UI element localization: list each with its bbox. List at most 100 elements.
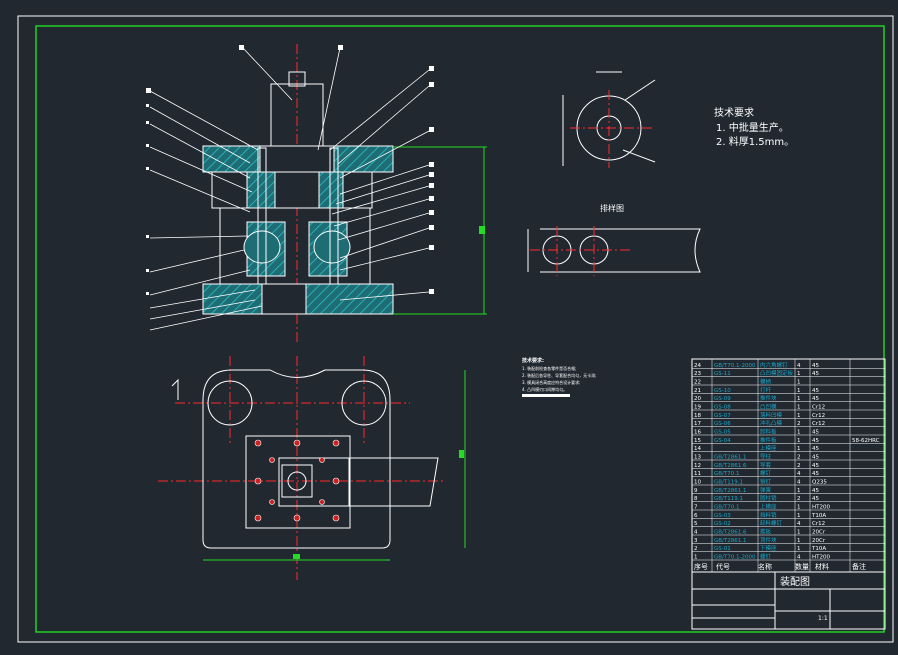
front-section-view [202, 44, 487, 345]
bom-cell: 45 [812, 396, 819, 402]
assembly-note-3: 3. 模具闭合高度应符合设计要求; [522, 379, 580, 385]
bom-cell: 1 [797, 546, 801, 552]
bom-cell: 2 [797, 463, 801, 469]
title-block: 装配图 1:1 [691, 571, 886, 630]
bom-cell: HT200 [812, 505, 830, 511]
bom-cell: 9 [694, 488, 698, 494]
bom-cell: 模柄 [760, 378, 772, 386]
bom-cell: 45 [812, 471, 819, 477]
plan-view [158, 356, 466, 580]
bom-header-no: 序号 [694, 562, 708, 571]
bom-header-material: 材料 [815, 562, 829, 571]
bom-cell: 卸料螺钉 [760, 519, 783, 527]
bom-cell: 落料凹模 [760, 411, 783, 419]
bom-cell: 打杆 [760, 386, 772, 394]
bom-cell: 4 [797, 521, 801, 527]
tech-requirements: 技术要求 1. 中批量生产。 2. 料厚1.5mm。 [714, 106, 794, 148]
bom-cell: HT200 [812, 555, 830, 561]
bom-cell: 6 [694, 513, 698, 519]
bom-cell: 螺钉 [760, 469, 772, 477]
bom-cell: 导套 [760, 461, 772, 469]
assembly-note-4: 4. 凸凹模刃口间隙均匀。 [522, 386, 567, 392]
bom-cell: 18 [694, 413, 701, 419]
bom-cell: 1 [797, 505, 801, 511]
bom-cell: 1 [797, 396, 801, 402]
bom-cell: 1 [797, 488, 801, 494]
bom-cell: 4 [797, 471, 801, 477]
bom-cell: 11 [694, 471, 701, 477]
bom-cell: 弹簧 [760, 486, 772, 494]
bom-cell: 14 [694, 446, 701, 452]
bom-cell: 19 [694, 405, 701, 411]
bom-cell: 8 [694, 496, 698, 502]
bom-cell: GS-05 [714, 430, 731, 436]
tech-req-item-1: 1. 中批量生产。 [716, 121, 789, 134]
bom-cell: GB/T119.1 [714, 480, 743, 486]
bom-cell: 45 [812, 488, 819, 494]
tech-req-title: 技术要求 [714, 106, 754, 119]
bom-cell: Cr12 [812, 421, 825, 427]
bom-cell: 45 [812, 388, 819, 394]
bom-cell: Q235 [812, 480, 827, 486]
bom-cell: 上模座 [760, 503, 777, 511]
bom-cell: 推件板 [760, 436, 777, 444]
bom-cell: 1 [694, 555, 698, 561]
bom-cell: 1 [797, 446, 801, 452]
guide-hole-left [207, 380, 253, 426]
bom-cell: 凸凹模 [760, 403, 777, 411]
bom-cell: GB/T2861.6 [714, 530, 747, 536]
bom-header: 序号 代号 名称 数量 材料 备注 [692, 562, 885, 573]
tech-req-item-2: 2. 料厚1.5mm。 [716, 135, 794, 148]
bom-cell: 1 [797, 430, 801, 436]
bom-cell: 45 [812, 438, 819, 444]
bom-cell: GS-04 [714, 438, 731, 444]
bom-header-remark: 备注 [852, 562, 866, 571]
bom-cell: 下模座 [760, 544, 777, 552]
bom-cell: 5 [694, 521, 698, 527]
bom-cell: 22 [694, 380, 701, 386]
assembly-note-1: 1. 装配前检查各零件是否合格; [522, 365, 576, 371]
bom-cell: GB/T2861.6 [714, 463, 747, 469]
bom-cell: GB/T2861.1 [714, 455, 747, 461]
bom-cell: GB/T70.1 [714, 471, 740, 477]
bom-cell: 4 [797, 363, 801, 369]
bom-cell: 卸料板 [760, 428, 777, 436]
bom-cell: GB/T2861.1 [714, 538, 747, 544]
callout-markers [146, 45, 434, 295]
bom-cell: 4 [694, 530, 698, 536]
bom-cell: Cr12 [812, 413, 825, 419]
bom-cell: 内六角螺钉 [760, 361, 788, 369]
bom-cell: GS-02 [714, 521, 731, 527]
bom-cell: 45 [812, 371, 819, 377]
bom-cell: 24 [694, 363, 701, 369]
bom-cell: 螺钉 [760, 553, 772, 561]
bom-cell: GB/T70.1-2000 [714, 363, 756, 369]
bom-cell: 销钉 [760, 478, 772, 486]
bom-cell: 45 [812, 455, 819, 461]
drawing-title: 装配图 [780, 575, 810, 588]
drawing-scale: 1:1 [818, 615, 828, 622]
bom-header-code: 代号 [716, 562, 730, 571]
bom-cell: 45 [812, 463, 819, 469]
bom-cell: 4 [797, 555, 801, 561]
